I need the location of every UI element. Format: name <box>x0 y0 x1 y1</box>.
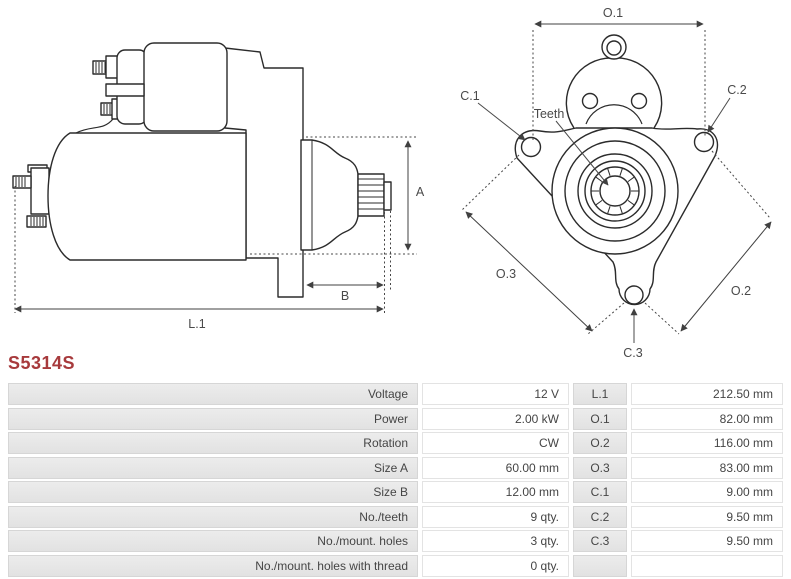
spec-label: Size B <box>8 481 418 503</box>
spec-label: Voltage <box>8 383 418 405</box>
spec-key: C.3 <box>573 530 627 552</box>
callout-c3: C.3 <box>623 308 643 360</box>
spec-key: O.1 <box>573 407 627 430</box>
pinion-end-cap <box>383 181 392 211</box>
solenoid-can <box>143 42 228 132</box>
spec-label: Rotation <box>8 432 418 454</box>
pinion-splines <box>357 173 385 217</box>
spec-table: Voltage 12 V L.1 212.50 mm Power 2.00 kW… <box>8 383 783 577</box>
terminal-bar <box>105 83 145 97</box>
drive-housing <box>224 47 304 298</box>
gear-teeth <box>591 168 639 214</box>
dim-label-size-a: A <box>416 185 425 199</box>
technical-drawings: A B L.1 <box>12 6 772 360</box>
callout-c2: C.2 <box>707 83 747 133</box>
dim-o3: O.3 <box>461 154 625 335</box>
side-view-drawing: A B L.1 <box>12 42 425 331</box>
spec-value: CW <box>422 432 569 454</box>
dim-l1: L.1 <box>14 186 384 331</box>
dim-label-size-b: B <box>341 289 349 303</box>
spec-key: C.1 <box>573 481 627 503</box>
spec-label: No./mount. holes <box>8 530 418 552</box>
teeth-label: Teeth <box>534 107 565 121</box>
spec-key-value: 83.00 mm <box>631 456 783 479</box>
spec-key <box>573 554 627 577</box>
spec-label: No./teeth <box>8 505 418 528</box>
spec-value: 2.00 kW <box>422 407 569 430</box>
spec-value: 12 V <box>422 383 569 405</box>
spec-key-value: 9.00 mm <box>631 481 783 503</box>
dim-label-c3: C.3 <box>623 346 643 360</box>
spec-label: No./mount. holes with thread <box>8 554 418 577</box>
crown-hole-left <box>581 92 599 110</box>
spec-value: 0 qty. <box>422 554 569 577</box>
spec-label: Size A <box>8 456 418 479</box>
crown-hole-right <box>630 92 648 110</box>
front-view-drawing: O.1 O.3 O.2 C.1 C.2 C.3 <box>460 6 772 360</box>
spec-key-value <box>631 554 783 577</box>
nose-cone <box>300 139 359 251</box>
dim-o1: O.1 <box>532 6 706 142</box>
motor-body <box>47 132 247 261</box>
spec-label: Power <box>8 407 418 430</box>
dim-label-o2: O.2 <box>731 284 751 298</box>
terminal-wire <box>75 118 114 134</box>
dim-size-a: A <box>250 136 425 255</box>
mounting-hole-c1 <box>520 136 542 158</box>
spec-key-value: 212.50 mm <box>631 383 783 405</box>
spec-key: L.1 <box>573 383 627 405</box>
flange-crown <box>565 34 663 129</box>
callout-teeth: Teeth <box>534 107 609 186</box>
spec-value: 9 qty. <box>422 505 569 528</box>
spec-key: C.2 <box>573 505 627 528</box>
mounting-hole-c2 <box>693 131 715 153</box>
rear-bracket-body <box>30 167 50 215</box>
part-number: S5314S <box>8 353 76 373</box>
callout-c1: C.1 <box>460 89 526 141</box>
dim-size-b: B <box>306 211 391 313</box>
spec-key: O.3 <box>573 456 627 479</box>
spec-value: 3 qty. <box>422 530 569 552</box>
mounting-hole-c3 <box>624 285 644 305</box>
spec-key-value: 116.00 mm <box>631 432 783 454</box>
dim-label-c1: C.1 <box>460 89 480 103</box>
spec-value: 60.00 mm <box>422 456 569 479</box>
spec-key-value: 9.50 mm <box>631 530 783 552</box>
center-boss <box>551 127 679 255</box>
spec-key-value: 82.00 mm <box>631 407 783 430</box>
crown-top-hole <box>606 40 622 56</box>
spec-key: O.2 <box>573 432 627 454</box>
spec-key-value: 9.50 mm <box>631 505 783 528</box>
dim-label-l1: L.1 <box>188 317 205 331</box>
dim-label-o1: O.1 <box>603 6 623 20</box>
dim-label-c2: C.2 <box>727 83 747 97</box>
dim-label-o3: O.3 <box>496 267 516 281</box>
dim-o2: O.2 <box>644 150 772 335</box>
spec-value: 12.00 mm <box>422 481 569 503</box>
